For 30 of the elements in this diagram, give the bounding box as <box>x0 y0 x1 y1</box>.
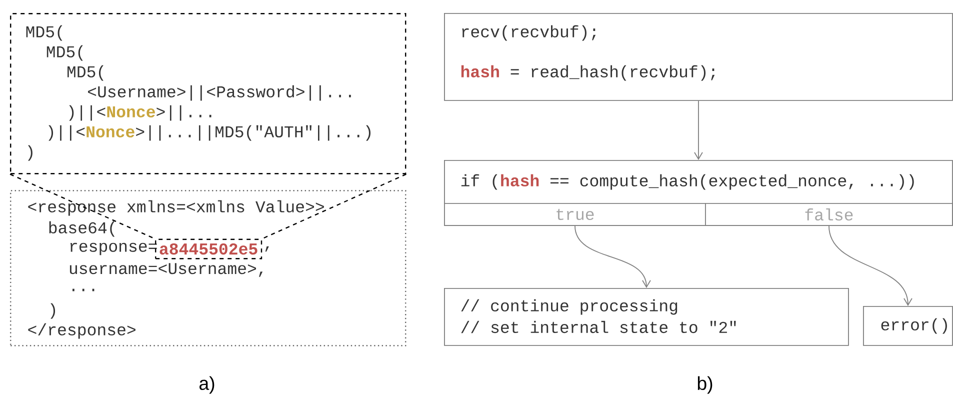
code-line: ) <box>28 145 32 161</box>
zoom-line <box>10 174 156 240</box>
arrow <box>828 225 912 306</box>
code-line: recv(recvbuf); <box>462 25 596 41</box>
code-line: response= <box>70 242 157 256</box>
code-line: error() <box>881 318 947 334</box>
code-line: MD5( <box>26 25 62 41</box>
arrow <box>694 100 703 160</box>
panel-label: a) <box>200 376 214 394</box>
code-line: )||<Nonce>||... <box>69 105 212 121</box>
branch-cell: false <box>705 203 953 226</box>
code-line: </response> <box>28 323 136 339</box>
code-line: hash = read_hash(recvbuf); <box>461 65 715 81</box>
code-line: <response xmlns=<xmlns Value>> <box>28 200 324 216</box>
code-line: // continue processing <box>461 299 678 315</box>
arrow <box>574 225 651 288</box>
code-line: username=<Username>, <box>70 263 263 277</box>
code-line: base64( <box>49 221 115 237</box>
zoom-line <box>262 174 406 240</box>
branch-cell: true <box>444 203 706 226</box>
code-line: ) <box>50 303 56 319</box>
code-line: if (hash == compute_hash(expected_nonce, ...)) <box>461 174 914 190</box>
code-line: ... <box>72 288 94 292</box>
panel-label: b) <box>698 376 712 394</box>
code-line: MD5( <box>46 45 83 61</box>
code-line: , <box>265 246 269 252</box>
code-line: <Username>||<Password>||... <box>88 85 351 101</box>
code-line: )||<Nonce>||...||MD5("AUTH"||...) <box>48 125 370 141</box>
code-line: // set internal state to "2" <box>461 320 736 334</box>
code-line: MD5( <box>68 65 104 81</box>
